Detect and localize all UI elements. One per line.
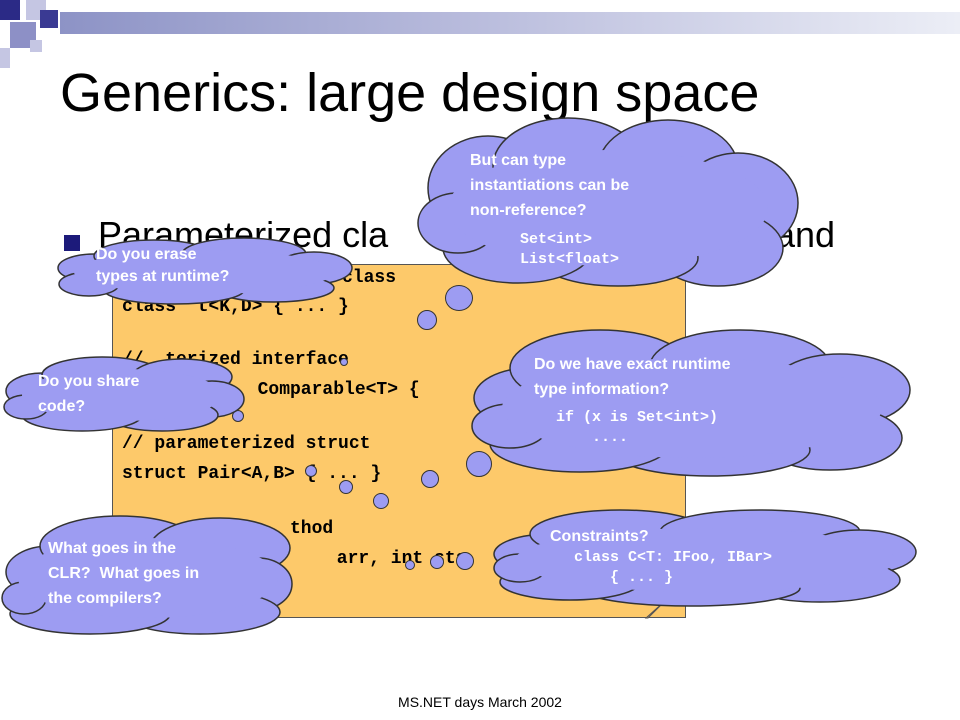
thought-bubble: [232, 410, 244, 422]
cloud-constraints: Constraints? class C<T: IFoo, IBar> { ..…: [490, 508, 920, 608]
decor-square: [0, 0, 20, 20]
cloud-runtime-type-code: if (x is Set<int>) ....: [556, 409, 719, 446]
thought-bubble: [445, 285, 473, 311]
cloud-instantiations-code: Set<int> List<float>: [520, 231, 620, 268]
thought-bubble: [430, 555, 444, 569]
thought-bubble: [456, 552, 474, 570]
cloud-erase: Do you erase types at runtime?: [54, 237, 354, 305]
thought-bubble: [405, 560, 415, 570]
code-line: // parameterized struct: [122, 434, 371, 454]
cloud-share: Do you share code?: [2, 355, 246, 433]
decor-square: [0, 48, 10, 68]
decor-square: [30, 40, 42, 52]
code-line: arr, int sta: [326, 549, 467, 569]
cloud-instantiations-text: But can type instantiations can be non-r…: [470, 152, 630, 219]
thought-bubble: [466, 451, 492, 477]
slide-footer: MS.NET days March 2002: [398, 694, 562, 710]
code-line: Comparable<T> {: [236, 380, 420, 400]
cloud-share-text: Do you share code?: [38, 373, 140, 415]
cloud-runtime-type: Do we have exact runtime type informatio…: [470, 326, 914, 478]
thought-bubble: [339, 480, 353, 494]
thought-bubble: [340, 358, 348, 366]
cloud-runtime-type-text: Do we have exact runtime type informatio…: [534, 356, 731, 398]
bullet-marker: [64, 235, 80, 251]
thought-bubble: [417, 310, 437, 330]
thought-bubble: [421, 470, 439, 488]
cloud-erase-text: Do you erase types at runtime?: [96, 246, 230, 285]
code-line: thod: [290, 519, 334, 539]
thought-bubble: [373, 493, 389, 509]
code-line: class: [342, 268, 397, 288]
cloud-constraints-code: class C<T: IFoo, IBar> { ... }: [574, 549, 773, 586]
cloud-clr: What goes in the CLR? What goes in the c…: [0, 514, 296, 636]
cloud-instantiations: But can type instantiations can be non-r…: [417, 117, 802, 287]
thought-bubble: [305, 465, 317, 477]
cloud-clr-text: What goes in the CLR? What goes in the c…: [48, 540, 200, 607]
cloud-constraints-text: Constraints?: [550, 528, 649, 545]
slide-title: Generics: large design space: [60, 63, 760, 123]
decor-square: [40, 10, 58, 28]
title-decor-bar: [60, 12, 960, 34]
